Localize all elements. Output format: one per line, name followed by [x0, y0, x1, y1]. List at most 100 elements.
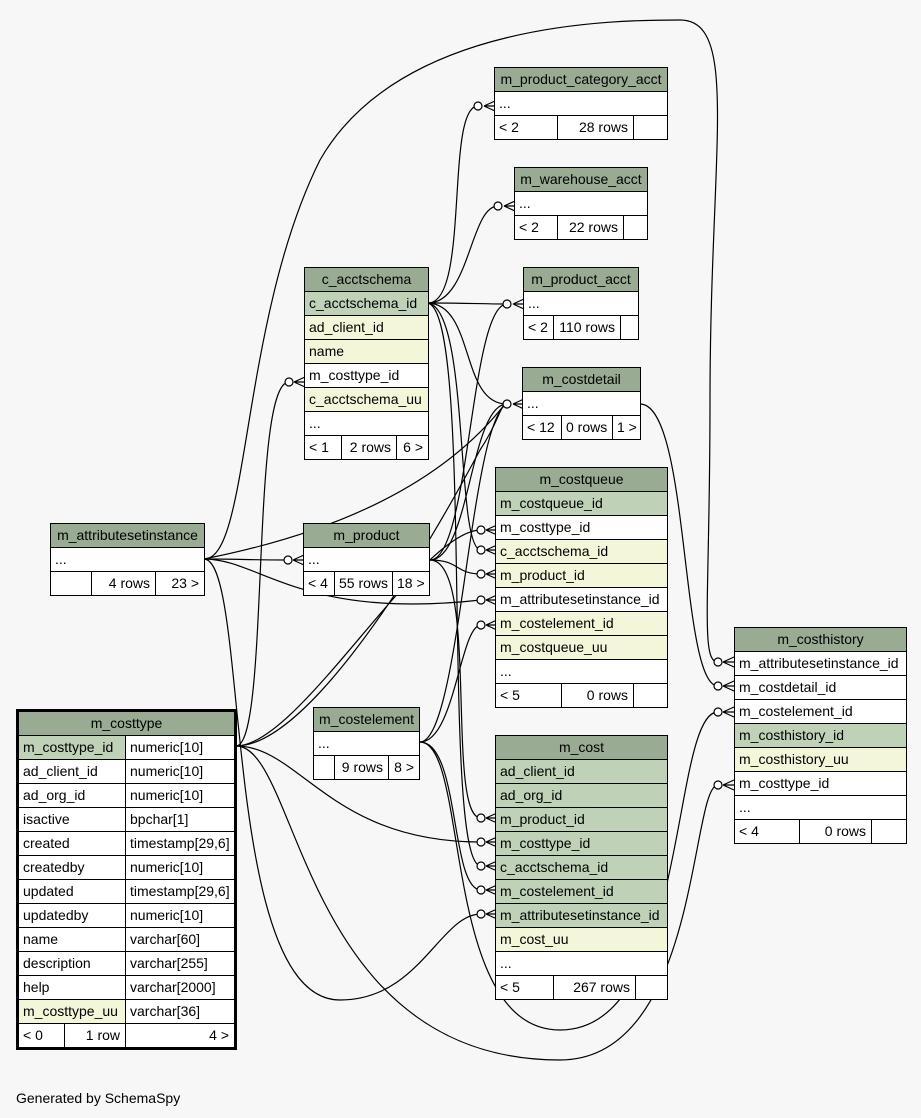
prev-count[interactable]: < 4 [739, 823, 759, 839]
prev-count[interactable]: < 5 [500, 687, 520, 703]
prev-count[interactable]: < 2 [519, 219, 539, 235]
column-type-cell: numeric[10] [125, 784, 234, 807]
next-count[interactable]: 18 > [392, 572, 429, 595]
prev-count[interactable]: < 2 [528, 319, 548, 335]
column-type-cell: numeric[10] [125, 736, 234, 759]
row-count: 9 rows [334, 756, 388, 779]
next-count[interactable] [633, 116, 667, 139]
column-m-attributesetinstance-id[interactable]: m_attributesetinstance_id [739, 655, 899, 671]
ellipsis: ... [318, 735, 330, 751]
next-count[interactable]: 4 > [125, 1024, 234, 1047]
table-c-acctschema[interactable]: c_acctschema c_acctschema_id ad_client_i… [304, 267, 429, 460]
prev-count[interactable] [51, 572, 91, 595]
column-m-costelement-id[interactable]: m_costelement_id [500, 883, 614, 899]
column-name[interactable]: name [309, 343, 345, 359]
table-m-costtype[interactable]: m_costtype m_costtype_id numeric[10] ad_… [16, 709, 237, 1050]
edge-costelement-to-cost [419, 741, 482, 891]
next-count[interactable] [623, 216, 647, 239]
column-m-costtype-id[interactable]: m_costtype_id [309, 367, 400, 383]
next-count[interactable] [871, 820, 906, 843]
column-name-cell[interactable]: description [23, 955, 91, 971]
column-m-costdetail-id[interactable]: m_costdetail_id [739, 679, 837, 695]
table-m-product-category-acct[interactable]: m_product_category_acct ... < 2 28 rows [494, 67, 668, 140]
edge-costdetail-to-costhistory [639, 403, 719, 687]
table-m-product[interactable]: m_product ... < 4 55 rows 18 > [303, 523, 430, 596]
column-m-product-id[interactable]: m_product_id [500, 567, 585, 583]
column-m-costelement-id[interactable]: m_costelement_id [500, 615, 614, 631]
column-c-acctschema-id[interactable]: c_acctschema_id [500, 859, 609, 875]
ellipsis: ... [519, 195, 531, 211]
column-type-cell: numeric[10] [125, 760, 234, 783]
edge-product-to-costdetail [429, 403, 508, 561]
column-name-cell[interactable]: ad_org_id [23, 787, 86, 803]
table-m-product-acct[interactable]: m_product_acct ... < 2 110 rows [523, 267, 639, 340]
table-m-costhistory[interactable]: m_costhistory m_attributesetinstance_id … [734, 627, 907, 844]
column-c-acctschema-uu[interactable]: c_acctschema_uu [309, 391, 422, 407]
column-m-costhistory-uu[interactable]: m_costhistory_uu [739, 751, 849, 767]
column-name-cell[interactable]: created [23, 835, 70, 851]
table-m-warehouse-acct[interactable]: m_warehouse_acct ... < 2 22 rows [514, 167, 648, 240]
table-m-costdetail[interactable]: m_costdetail ... < 12 0 rows 1 > [522, 367, 641, 440]
column-name-cell[interactable]: isactive [23, 811, 70, 827]
column-ad-client-id[interactable]: ad_client_id [500, 763, 575, 779]
column-c-acctschema-id[interactable]: c_acctschema_id [500, 543, 609, 559]
edge-asi-to-costhistory [203, 19, 719, 663]
edge-costelement-to-costqueue [419, 624, 482, 743]
column-m-costqueue-uu[interactable]: m_costqueue_uu [500, 639, 608, 655]
column-m-attributesetinstance-id[interactable]: m_attributesetinstance_id [500, 591, 660, 607]
next-count[interactable]: 1 > [612, 416, 640, 439]
column-m-costelement-id[interactable]: m_costelement_id [739, 703, 853, 719]
prev-count[interactable]: < 1 [309, 439, 329, 455]
next-count[interactable] [620, 316, 638, 339]
column-m-costqueue-id[interactable]: m_costqueue_id [500, 495, 603, 511]
prev-count[interactable]: < 5 [500, 979, 520, 995]
ellipsis: ... [500, 663, 512, 679]
next-count[interactable] [633, 684, 667, 707]
prev-count[interactable] [314, 756, 334, 779]
column-m-product-id[interactable]: m_product_id [500, 811, 585, 827]
table-m-attributesetinstance[interactable]: m_attributesetinstance ... 4 rows 23 > [50, 523, 205, 596]
generated-by-footer[interactable]: Generated by SchemaSpy [16, 1090, 181, 1106]
table-m-costqueue[interactable]: m_costqueue m_costqueue_id m_costtype_id… [495, 467, 668, 708]
next-count[interactable]: 23 > [155, 572, 204, 595]
column-m-costtype-id[interactable]: m_costtype_id [500, 835, 591, 851]
column-name-cell[interactable]: updated [23, 883, 74, 899]
column-c-acctschema-id[interactable]: c_acctschema_id [309, 295, 418, 311]
next-count[interactable]: 6 > [396, 436, 428, 459]
column-m-costtype-id[interactable]: m_costtype_id [500, 519, 591, 535]
prev-count[interactable]: < 12 [527, 419, 555, 435]
ellipsis: ... [527, 395, 539, 411]
row-count: 2 rows [341, 436, 396, 459]
column-name-cell[interactable]: m_costtype_uu [23, 1003, 118, 1019]
table-m-costelement[interactable]: m_costelement ... 9 rows 8 > [313, 707, 420, 780]
prev-count[interactable]: < 4 [308, 575, 328, 591]
column-ad-client-id[interactable]: ad_client_id [309, 319, 384, 335]
column-name-cell[interactable]: updatedby [23, 907, 89, 923]
column-ad-org-id[interactable]: ad_org_id [500, 787, 563, 803]
edge-costelement-to-costhistory [419, 711, 719, 1031]
column-name-cell[interactable]: help [23, 979, 50, 995]
column-name-cell[interactable]: ad_client_id [23, 763, 98, 779]
edge-costtype-to-costqueue [235, 529, 482, 747]
column-m-costtype-id[interactable]: m_costtype_id [739, 775, 830, 791]
edge-acctschema-to-costqueue [427, 302, 482, 551]
column-m-cost-uu[interactable]: m_cost_uu [500, 931, 569, 947]
column-name-cell[interactable]: name [23, 931, 59, 947]
next-count[interactable]: 8 > [388, 756, 419, 779]
column-name-cell[interactable]: m_costtype_id [23, 739, 114, 755]
column-m-attributesetinstance-id[interactable]: m_attributesetinstance_id [500, 907, 660, 923]
table-title: m_cost [496, 736, 667, 760]
edge-costtype-to-cost [235, 745, 482, 843]
edge-acctschema-to-product-acct [427, 302, 508, 305]
column-type-cell: varchar[60] [125, 928, 234, 951]
column-name-cell[interactable]: createdby [23, 859, 85, 875]
row-count: 55 rows [334, 572, 392, 595]
table-m-cost[interactable]: m_cost ad_client_id ad_org_id m_product_… [495, 735, 668, 1000]
prev-count[interactable]: < 0 [23, 1027, 43, 1043]
column-m-costhistory-id[interactable]: m_costhistory_id [739, 727, 845, 743]
table-title: m_costtype [19, 712, 234, 736]
prev-count[interactable]: < 2 [499, 119, 519, 135]
next-count[interactable] [635, 976, 667, 999]
edge-acctschema-to-warehouse-acct [427, 205, 499, 304]
